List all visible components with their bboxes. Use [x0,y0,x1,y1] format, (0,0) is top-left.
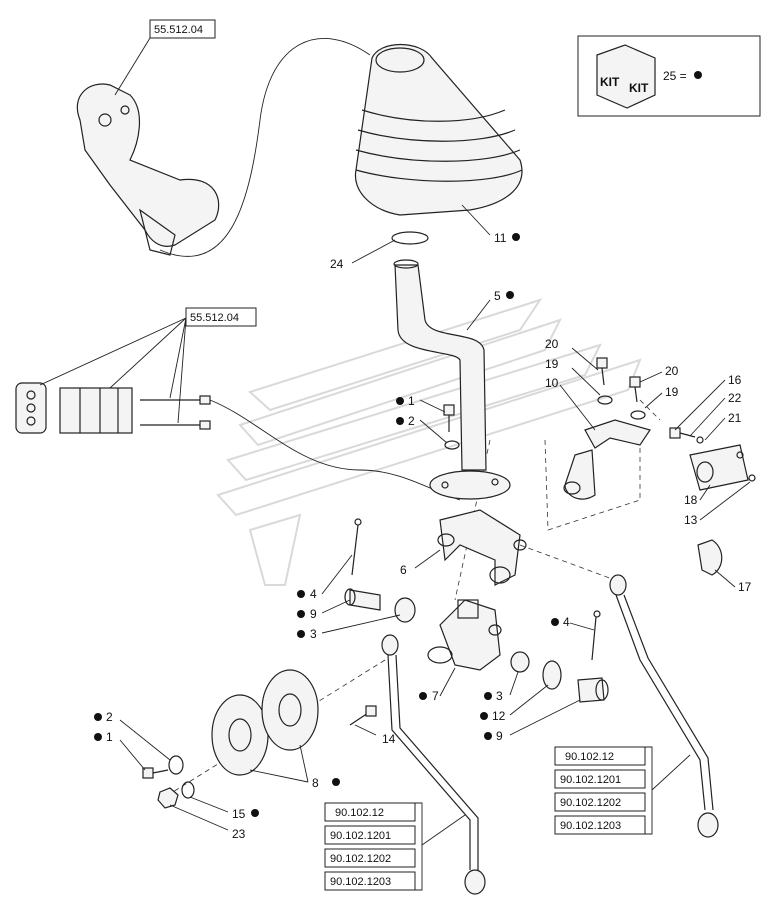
label-8: 8 [312,776,319,790]
label-16: 16 [728,373,742,387]
pin-left [344,588,381,611]
label-4-right: 4 [563,615,570,629]
cable-clip [697,539,723,576]
svg-text:55.512.04: 55.512.04 [154,24,203,36]
flange-pair [211,669,319,776]
label-13: 13 [684,513,698,527]
label-20-right: 20 [665,364,679,378]
lever-rod [393,259,487,471]
label-6: 6 [400,563,407,577]
lower-hardware [142,755,195,809]
cotter-pin-left [351,524,359,576]
center-block [427,599,502,671]
svg-text:90.102.12: 90.102.12 [335,807,384,819]
leader-lines [119,204,751,831]
label-19-left: 19 [545,357,559,371]
svg-text:90.102.12: 90.102.12 [565,751,614,763]
label-11: 11 [494,231,507,245]
label-5: 5 [494,289,501,303]
kit-badge-top: KIT [600,75,620,89]
joystick-grip [76,83,220,256]
label-21: 21 [728,411,742,425]
svg-text:90.102.1203: 90.102.1203 [560,820,621,832]
ref-box-right-group[interactable]: 90.102.12 90.102.1201 90.102.1202 90.102… [554,746,691,835]
rubber-boot [354,43,523,216]
label-3-left: 3 [310,627,317,641]
label-1-lower: 1 [106,730,113,744]
label-24: 24 [330,257,344,271]
bushing-right [510,651,530,673]
bracket-screws [596,357,646,420]
label-22: 22 [728,391,742,405]
label-18: 18 [684,493,698,507]
label-20-left: 20 [545,337,559,351]
label-4-left: 4 [310,587,317,601]
label-2-lower: 2 [106,710,113,724]
bracket [563,419,651,500]
label-19-right: 19 [665,385,679,399]
label-3-right: 3 [496,689,503,703]
label-2-upper: 2 [408,414,415,428]
cable-wire-lower [209,399,461,501]
kit-legend: KIT KIT 25 = [577,35,761,117]
label-12: 12 [492,709,506,723]
ref-box-top-left[interactable]: 55.512.04 [114,19,216,96]
cotter-pin-right [591,616,597,661]
ref-box-mid-left[interactable]: 55.512.04 [39,307,257,424]
retaining-ring [391,231,429,245]
label-9-left: 9 [310,607,317,621]
mounting-plate [429,470,511,500]
label-14: 14 [382,732,396,746]
washer-right [542,660,562,690]
electrical-connector [15,382,211,434]
pivot-block [437,509,527,586]
clamp-bracket [669,427,756,491]
screw-washer-upper [443,404,460,450]
label-9-right: 9 [496,729,503,743]
label-17: 17 [738,580,752,594]
bushing-left [394,597,416,623]
kit-legend-label: 25 = [663,69,687,83]
kit-dot-icon [694,71,702,79]
svg-text:55.512.04: 55.512.04 [190,312,239,324]
long-screw [349,705,377,726]
label-7: 7 [432,689,439,703]
svg-text:90.102.1202: 90.102.1202 [560,797,621,809]
link-rod-right [609,574,719,838]
svg-text:90.102.1201: 90.102.1201 [330,830,391,842]
link-rod-left [381,634,486,895]
pin-right [577,677,609,703]
svg-text:90.102.1203: 90.102.1203 [330,876,391,888]
label-15: 15 [232,807,246,821]
label-23: 23 [232,827,246,841]
svg-text:90.102.1202: 90.102.1202 [330,853,391,865]
part-labels: 11 24 5 1 2 20 19 10 20 19 16 22 21 18 1… [94,231,752,841]
kit-badge-bottom: KIT [629,81,649,95]
label-1-upper: 1 [408,394,415,408]
cable-wire [159,38,371,257]
label-10: 10 [545,376,559,390]
svg-text:90.102.1201: 90.102.1201 [560,774,621,786]
ref-box-bottom-group[interactable]: 90.102.12 90.102.1201 90.102.1202 90.102… [324,802,466,891]
